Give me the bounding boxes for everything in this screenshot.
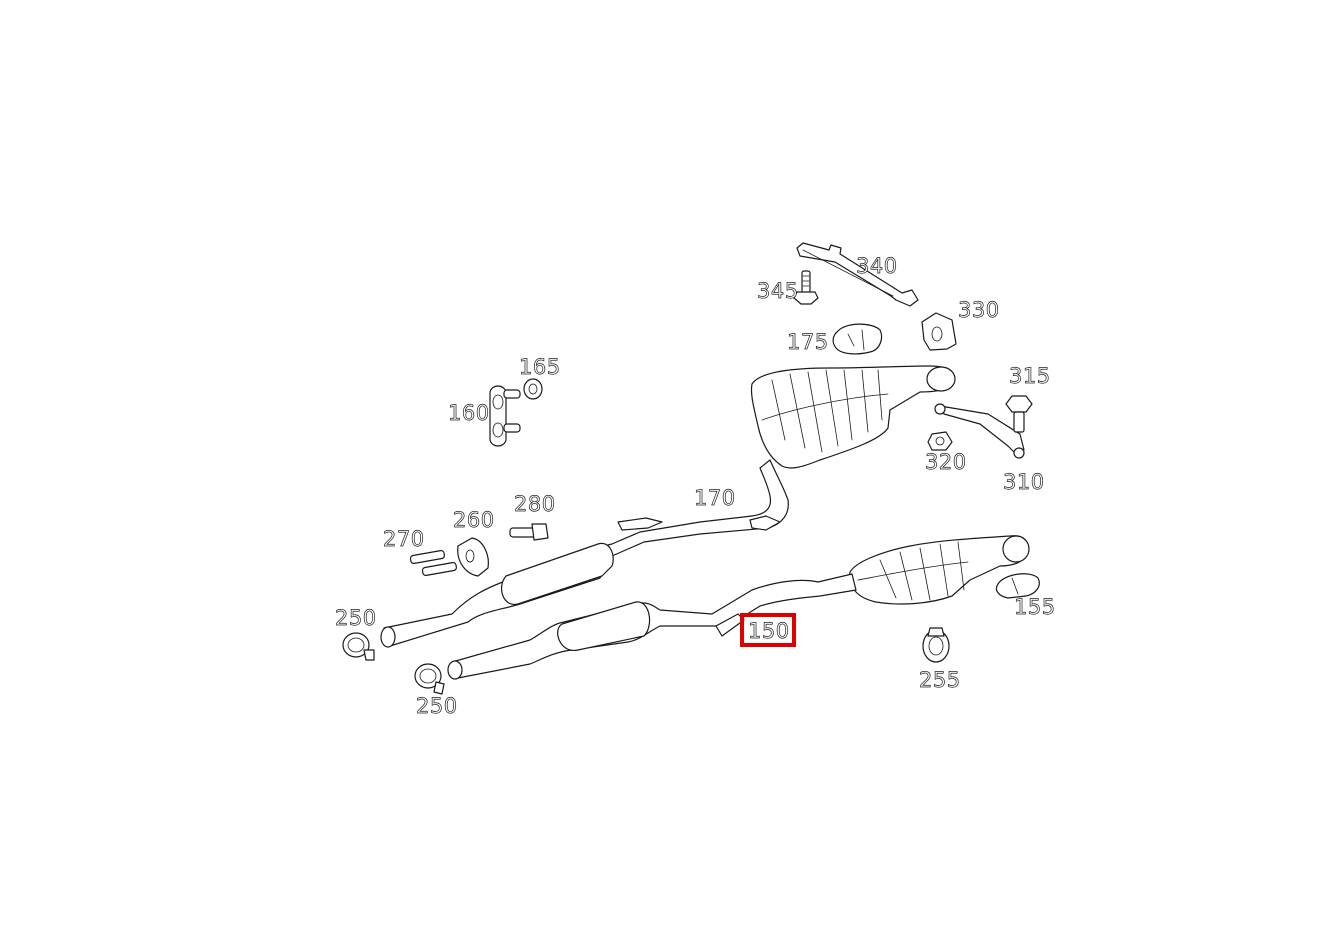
- callout-250-upper[interactable]: 250: [335, 606, 377, 631]
- callout-310[interactable]: 310: [1003, 470, 1045, 495]
- callout-155[interactable]: 155: [1014, 595, 1056, 620]
- part-clamp-250-upper[interactable]: [342, 632, 375, 661]
- callout-255[interactable]: 255: [919, 668, 961, 693]
- part-intermediate-pipe-170[interactable]: [380, 459, 789, 648]
- callout-330[interactable]: 330: [958, 298, 1000, 323]
- callout-150-highlight-box: [740, 613, 796, 647]
- part-stud-345[interactable]: [793, 270, 819, 305]
- part-rear-muffler-lower[interactable]: [849, 535, 1030, 605]
- part-rubber-mount-260[interactable]: [457, 537, 489, 577]
- callout-280[interactable]: 280: [514, 492, 556, 517]
- callout-165[interactable]: 165: [519, 355, 561, 380]
- part-bolt-280[interactable]: [509, 523, 549, 541]
- part-clamp-250-lower[interactable]: [414, 663, 445, 695]
- callout-175[interactable]: 175: [787, 330, 829, 355]
- callout-345[interactable]: 345: [757, 279, 799, 304]
- part-rubber-mount-330[interactable]: [921, 312, 957, 351]
- part-bracket-310[interactable]: [934, 403, 1025, 459]
- part-intermediate-pipe-150[interactable]: [447, 573, 857, 680]
- part-clamp-255[interactable]: [922, 627, 950, 663]
- part-clamp-155[interactable]: [995, 573, 1040, 599]
- callout-150[interactable]: 150: [748, 619, 790, 644]
- part-hanger-160[interactable]: [489, 385, 521, 447]
- part-nut-165[interactable]: [523, 378, 543, 400]
- part-bolts-270[interactable]: [409, 549, 457, 577]
- callout-340[interactable]: 340: [856, 254, 898, 279]
- callout-270[interactable]: 270: [383, 527, 425, 552]
- callout-260[interactable]: 260: [453, 508, 495, 533]
- part-rear-muffler-upper[interactable]: [750, 365, 956, 469]
- part-bracket-340[interactable]: [796, 242, 919, 307]
- callout-170[interactable]: 170: [694, 486, 736, 511]
- callout-160[interactable]: 160: [448, 401, 490, 426]
- part-nut-320[interactable]: [927, 431, 953, 451]
- callout-315[interactable]: 315: [1009, 364, 1051, 389]
- part-clamp-175[interactable]: [832, 323, 883, 355]
- callout-320[interactable]: 320: [925, 450, 967, 475]
- callout-250-lower[interactable]: 250: [416, 694, 458, 719]
- part-bolt-315[interactable]: [1005, 395, 1033, 433]
